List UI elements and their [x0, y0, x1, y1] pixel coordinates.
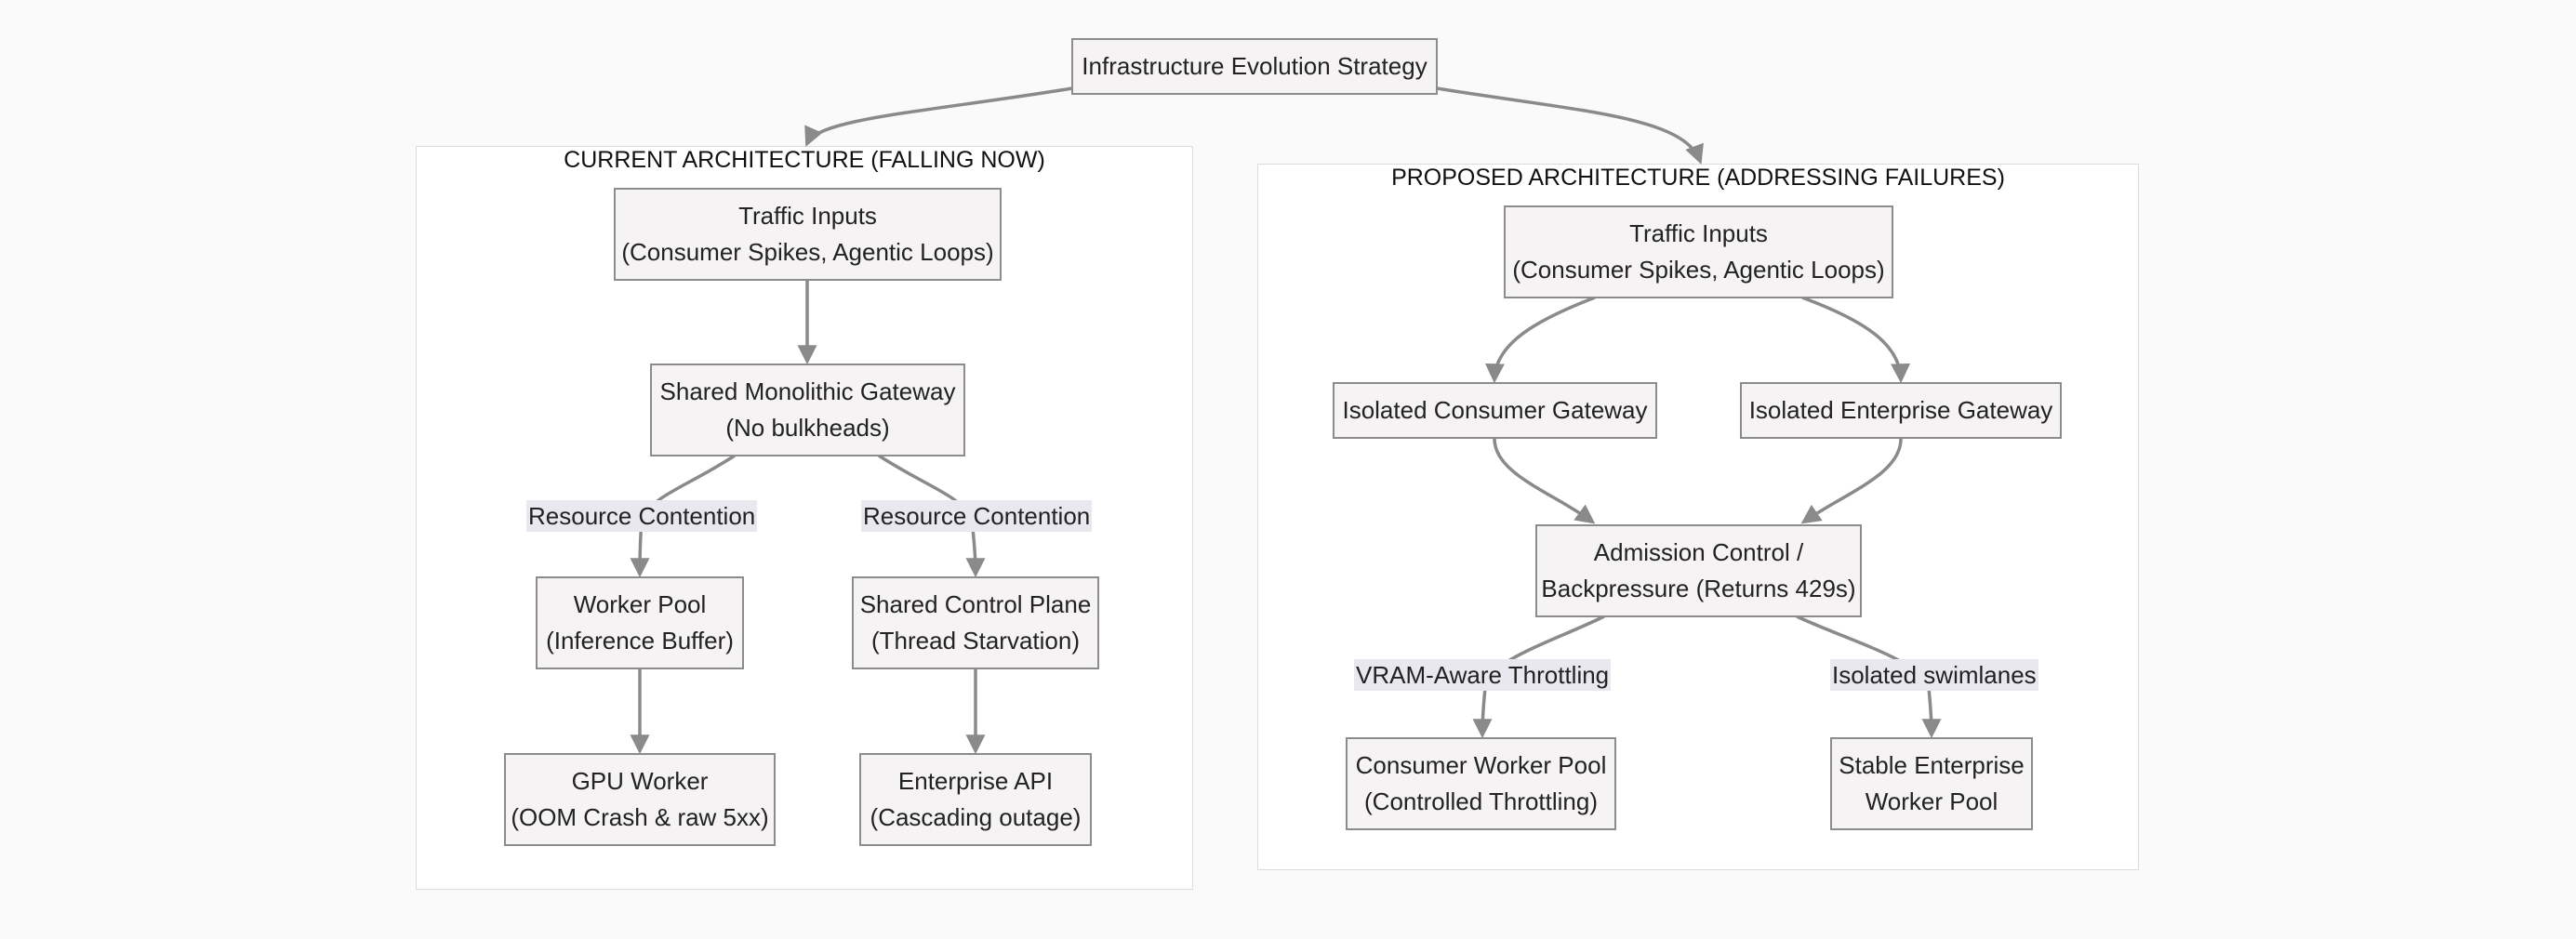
enterprise-pool-line1: Stable Enterprise — [1839, 751, 2025, 779]
admission-line2: Backpressure (Returns 429s) — [1541, 575, 1856, 602]
proposed-architecture-title: PROPOSED ARCHITECTURE (ADDRESSING FAILUR… — [1391, 165, 2005, 191]
consumer-pool-line2: (Controlled Throttling) — [1364, 787, 1598, 815]
control-plane-line1: Shared Control Plane — [859, 590, 1092, 618]
root-node-infrastructure-evolution: Infrastructure Evolution Strategy — [1071, 38, 1438, 95]
current-architecture-title: CURRENT ARCHITECTURE (FALLING NOW) — [564, 147, 1045, 173]
shared-monolithic-gateway-node: Shared Monolithic Gateway (No bulkheads) — [650, 364, 965, 456]
root-node-label: Infrastructure Evolution Strategy — [1082, 52, 1427, 80]
proposed-traffic-line2: (Consumer Spikes, Agentic Loops) — [1512, 256, 1885, 284]
edge-root-to-proposed — [1436, 86, 1704, 165]
gpu-worker-node: GPU Worker (OOM Crash & raw 5xx) — [504, 753, 776, 846]
enterprise-api-line2: (Cascading outage) — [870, 803, 1082, 831]
proposed-edge-label-vram-aware-throttling: VRAM-Aware Throttling — [1354, 659, 1612, 691]
stable-enterprise-worker-pool-node: Stable Enterprise Worker Pool — [1830, 737, 2033, 830]
gpu-worker-line1: GPU Worker — [571, 767, 709, 795]
worker-pool-node: Worker Pool (Inference Buffer) — [536, 576, 744, 669]
edge-proposed-consumer-gateway-to-admission — [1493, 438, 1596, 524]
gpu-worker-line2: (OOM Crash & raw 5xx) — [511, 803, 769, 831]
control-plane-line2: (Thread Starvation) — [871, 627, 1080, 655]
worker-pool-line2: (Inference Buffer) — [546, 627, 734, 655]
proposed-edge-label-isolated-swimlanes: Isolated swimlanes — [1830, 659, 2038, 691]
isolated-enterprise-gateway-node: Isolated Enterprise Gateway — [1740, 382, 2062, 439]
current-traffic-inputs-node: Traffic Inputs (Consumer Spikes, Agentic… — [614, 188, 1002, 281]
enterprise-api-line1: Enterprise API — [897, 767, 1054, 795]
consumer-gateway-line1: Isolated Consumer Gateway — [1342, 396, 1648, 424]
current-traffic-line2: (Consumer Spikes, Agentic Loops) — [621, 238, 994, 266]
admission-control-node: Admission Control / Backpressure (Return… — [1535, 524, 1862, 617]
admission-line1: Admission Control / — [1593, 538, 1804, 566]
proposed-traffic-line1: Traffic Inputs — [1629, 219, 1768, 247]
proposed-traffic-inputs-node: Traffic Inputs (Consumer Spikes, Agentic… — [1504, 205, 1893, 298]
shared-gateway-line2: (No bulkheads) — [725, 414, 890, 442]
shared-control-plane-node: Shared Control Plane (Thread Starvation) — [852, 576, 1099, 669]
edge-proposed-traffic-to-consumer-gateway — [1484, 296, 1596, 384]
consumer-pool-line1: Consumer Worker Pool — [1355, 751, 1607, 779]
consumer-worker-pool-node: Consumer Worker Pool (Controlled Throttl… — [1346, 737, 1616, 830]
current-traffic-line1: Traffic Inputs — [738, 202, 877, 230]
shared-gateway-line1: Shared Monolithic Gateway — [659, 377, 956, 405]
enterprise-gateway-line1: Isolated Enterprise Gateway — [1748, 396, 2053, 424]
current-edge-label-resource-contention-right: Resource Contention — [861, 500, 1093, 532]
edge-root-to-current — [804, 86, 1073, 147]
enterprise-api-node: Enterprise API (Cascading outage) — [859, 753, 1092, 846]
edge-proposed-traffic-to-enterprise-gateway — [1801, 296, 1911, 384]
isolated-consumer-gateway-node: Isolated Consumer Gateway — [1333, 382, 1657, 439]
worker-pool-line1: Worker Pool — [573, 590, 707, 618]
enterprise-pool-line2: Worker Pool — [1865, 787, 1998, 815]
edge-proposed-enterprise-gateway-to-admission — [1800, 438, 1903, 524]
current-edge-label-resource-contention-left: Resource Contention — [526, 500, 758, 532]
